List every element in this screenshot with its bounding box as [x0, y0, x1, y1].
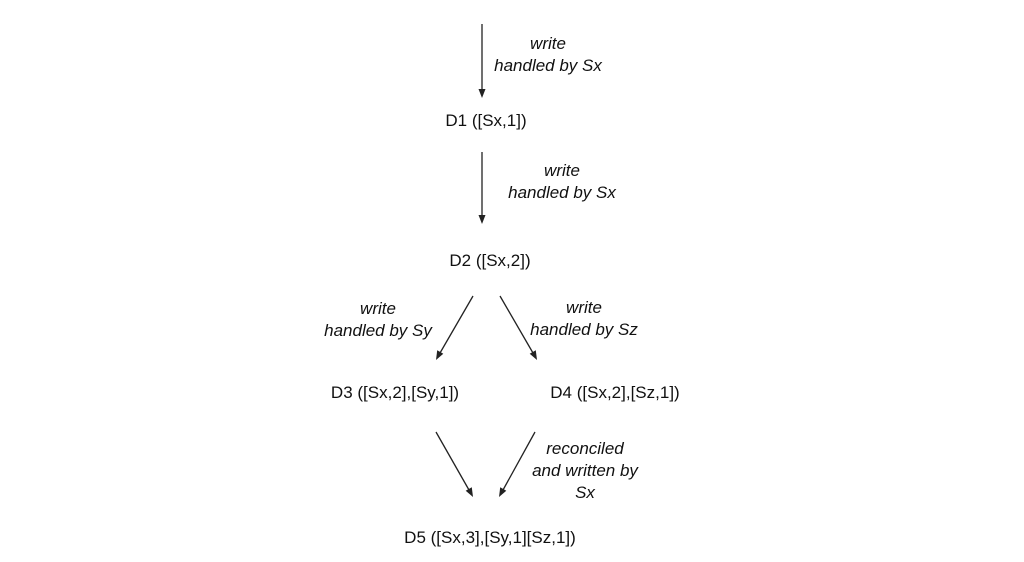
edge-label-line: reconciled — [546, 439, 624, 458]
arrow-d3-to-d5 — [435, 431, 473, 497]
node-d4: D4 ([Sx,2],[Sz,1]) — [550, 383, 680, 402]
edge-label-line: handled by Sz — [530, 320, 638, 339]
arrow-d2-to-d4 — [499, 295, 537, 360]
edge-label-line: write — [544, 161, 580, 180]
node-d1: D1 ([Sx,1]) — [445, 111, 527, 130]
edge-label-line: write — [530, 34, 566, 53]
node-d5: D5 ([Sx,3],[Sy,1][Sz,1]) — [404, 528, 576, 547]
edge-label-line: handled by Sy — [324, 321, 432, 340]
edge-label-line: handled by Sx — [494, 56, 602, 75]
edge-label-d2-to-d4: write handled by Sz — [530, 297, 638, 341]
arrow-d2-to-d3 — [436, 295, 474, 360]
node-d3: D3 ([Sx,2],[Sy,1]) — [330, 383, 460, 402]
edge-label-d2-to-d3: write handled by Sy — [324, 298, 432, 342]
edge-label-line: write — [566, 298, 602, 317]
edge-label-line: Sx — [575, 483, 595, 502]
edge-label-into-d1: write handled by Sx — [494, 33, 602, 77]
edge-label-line: write — [360, 299, 396, 318]
edge-label-d4-to-d5: reconciled and written by Sx — [532, 438, 638, 504]
arrow-d4-to-d5 — [499, 431, 536, 497]
edge-label-line: handled by Sx — [508, 183, 616, 202]
arrow-d1-to-d2 — [478, 152, 486, 224]
arrow-into-d1 — [478, 24, 486, 98]
node-d2: D2 ([Sx,2]) — [449, 251, 531, 270]
edge-label-line: and written by — [532, 461, 638, 480]
edge-label-d1-to-d2: write handled by Sx — [508, 160, 616, 204]
